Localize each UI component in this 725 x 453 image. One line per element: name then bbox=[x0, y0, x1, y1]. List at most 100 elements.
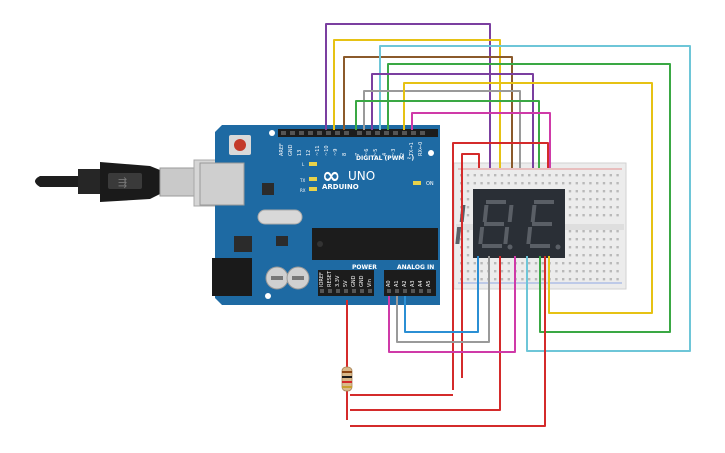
breadboard-hole bbox=[582, 214, 585, 217]
breadboard-hole bbox=[568, 206, 572, 209]
svg-text:⇶: ⇶ bbox=[118, 176, 127, 189]
breadboard-hole bbox=[466, 230, 470, 233]
wire-cyan[interactable] bbox=[379, 45, 691, 352]
breadboard-hole bbox=[534, 174, 538, 177]
breadboard-hole bbox=[575, 198, 578, 201]
breadboard-hole bbox=[575, 254, 578, 257]
infinity-logo-icon: ∞ bbox=[322, 164, 340, 189]
wire-red-c[interactable] bbox=[350, 256, 501, 411]
breadboard-hole bbox=[466, 174, 470, 177]
digital-header-label: DIGITAL (PWM ~) bbox=[356, 155, 414, 162]
wire-green-mid[interactable] bbox=[355, 100, 540, 168]
digital-pin-label: 4 bbox=[382, 153, 388, 156]
analog-pin-label: A2 bbox=[402, 280, 408, 287]
wire-purple-top[interactable] bbox=[325, 23, 491, 168]
breadboard-hole bbox=[596, 190, 599, 193]
breadboard-hole bbox=[575, 214, 578, 217]
wire-red-b[interactable] bbox=[461, 153, 480, 378]
breadboard-hole bbox=[541, 270, 544, 273]
breadboard-hole bbox=[609, 254, 612, 257]
wire-gray-a1[interactable] bbox=[396, 256, 490, 343]
breadboard-hole bbox=[555, 182, 558, 185]
breadboard-hole bbox=[582, 262, 585, 265]
breadboard-hole bbox=[562, 174, 565, 177]
arduino-uno-board[interactable] bbox=[199, 125, 440, 305]
wire-red-a[interactable] bbox=[452, 142, 549, 390]
breadboard-hole bbox=[466, 182, 470, 185]
breadboard-hole bbox=[596, 262, 599, 265]
breadboard-hole bbox=[466, 246, 470, 249]
breadboard-hole bbox=[534, 270, 538, 273]
breadboard-hole bbox=[596, 246, 599, 249]
breadboard-hole bbox=[494, 182, 497, 185]
breadboard-hole bbox=[596, 238, 599, 241]
breadboard-hole bbox=[568, 238, 572, 241]
breadboard-hole bbox=[575, 206, 578, 209]
breadboard-hole bbox=[616, 254, 619, 257]
digital-pin-label: ~10 bbox=[324, 145, 330, 156]
analog-header-label: ANALOG IN bbox=[397, 264, 434, 271]
breadboard-hole bbox=[616, 230, 619, 233]
breadboard-hole bbox=[514, 174, 517, 177]
breadboard-hole bbox=[473, 262, 476, 265]
wire-red-d[interactable] bbox=[350, 256, 546, 427]
breadboard-hole bbox=[602, 278, 606, 281]
breadboard-hole bbox=[589, 246, 592, 249]
breadboard-hole bbox=[466, 238, 470, 241]
breadboard-hole bbox=[473, 278, 476, 281]
wire-yellow-top[interactable] bbox=[333, 39, 501, 168]
breadboard-hole bbox=[616, 278, 619, 281]
breadboard-hole bbox=[596, 206, 599, 209]
breadboard-hole bbox=[541, 182, 544, 185]
breadboard-hole bbox=[596, 174, 599, 177]
breadboard-hole bbox=[528, 174, 531, 177]
wire-pink-top[interactable] bbox=[411, 112, 551, 168]
breadboard-hole bbox=[480, 270, 483, 273]
power-pin-label: GND bbox=[351, 275, 357, 287]
breadboard-hole bbox=[582, 230, 585, 233]
breadboard-hole bbox=[521, 174, 524, 177]
breadboard-hole bbox=[562, 182, 565, 185]
breadboard-hole bbox=[500, 278, 504, 281]
breadboard-hole bbox=[528, 262, 531, 265]
digital-pin-label: ~3 bbox=[391, 149, 397, 156]
breadboard-hole bbox=[534, 262, 538, 265]
breadboard-hole bbox=[500, 182, 504, 185]
breadboard-hole bbox=[500, 174, 504, 177]
breadboard-hole bbox=[589, 230, 592, 233]
power-pin-label: 3.3V bbox=[335, 275, 341, 287]
breadboard-hole bbox=[616, 214, 619, 217]
breadboard-hole bbox=[602, 262, 606, 265]
power-pin-label: 5V bbox=[343, 280, 349, 287]
breadboard-hole bbox=[589, 278, 592, 281]
breadboard-hole bbox=[494, 270, 497, 273]
breadboard-hole bbox=[548, 174, 551, 177]
breadboard-hole bbox=[602, 238, 606, 241]
resistor[interactable] bbox=[341, 300, 353, 420]
seven-segment-display[interactable] bbox=[455, 189, 565, 258]
breadboard-hole bbox=[507, 174, 510, 177]
breadboard-hole bbox=[589, 254, 592, 257]
digital-pin-label: 12 bbox=[306, 150, 312, 156]
breadboard-hole bbox=[521, 278, 524, 281]
wire-blue-a2[interactable] bbox=[404, 256, 479, 333]
breadboard-hole bbox=[528, 182, 531, 185]
breadboard-hole bbox=[568, 278, 572, 281]
breadboard-hole bbox=[555, 270, 558, 273]
wire-gray-top[interactable] bbox=[363, 90, 521, 168]
breadboard-hole bbox=[480, 278, 483, 281]
breadboard-hole bbox=[466, 214, 470, 217]
breadboard-hole bbox=[568, 262, 572, 265]
breadboard-hole bbox=[582, 254, 585, 257]
breadboard-hole bbox=[582, 270, 585, 273]
breadboard-hole bbox=[541, 278, 544, 281]
breadboard-hole bbox=[521, 270, 524, 273]
wire-pink-a0[interactable] bbox=[388, 256, 516, 353]
digital-pin-label: ~5 bbox=[373, 149, 379, 156]
wire-yellow-mid[interactable] bbox=[403, 82, 653, 314]
breadboard-hole bbox=[562, 262, 565, 265]
breadboard-hole bbox=[609, 190, 612, 193]
breadboard-hole bbox=[582, 174, 585, 177]
breadboard-hole bbox=[575, 246, 578, 249]
